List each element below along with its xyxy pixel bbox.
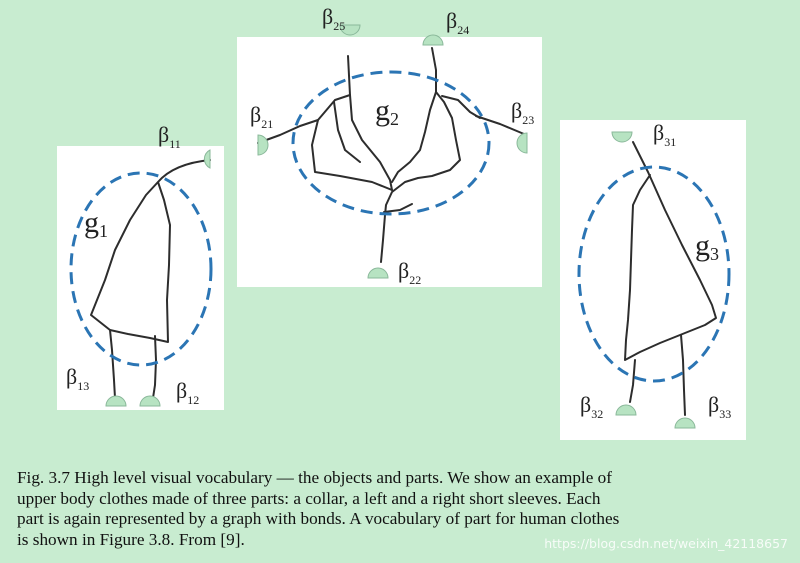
bond-label-21: β21	[250, 102, 273, 131]
figure-caption: Fig. 3.7 High level visual vocabulary — …	[17, 468, 787, 550]
bond-label-24: β24	[446, 8, 469, 37]
bond-label-32: β32	[580, 392, 603, 421]
caption-line: is shown in Figure 3.8. From [9].	[17, 529, 245, 549]
graph-label-g1: g1	[84, 206, 108, 241]
watermark: https://blog.csdn.net/weixin_42118657	[544, 536, 788, 551]
bond-label-22: β22	[398, 258, 421, 287]
bond-cap-13	[105, 395, 127, 407]
graph-label-g2: g2	[375, 94, 399, 129]
collar-part	[257, 47, 525, 263]
bond-label-13: β13	[66, 364, 89, 393]
panel-left	[57, 146, 224, 410]
left-group-ellipse	[69, 171, 213, 367]
bond-cap-23	[516, 132, 528, 154]
bond-label-33: β33	[708, 392, 731, 421]
bond-label-23: β23	[511, 98, 534, 127]
bond-cap-21	[257, 134, 269, 156]
left-sleeve-part	[90, 159, 211, 399]
graph-label-g3: g3	[695, 229, 719, 264]
bond-cap-31	[611, 131, 633, 143]
bond-label-12: β12	[176, 378, 199, 407]
bond-cap-25	[339, 24, 361, 36]
bond-cap-32	[615, 404, 637, 416]
caption-line: upper body clothes made of three parts: …	[17, 488, 601, 508]
panel-center	[237, 37, 542, 287]
bond-cap-22	[367, 267, 389, 279]
caption-line: Fig. 3.7 High level visual vocabulary — …	[17, 468, 612, 487]
bond-cap-24	[422, 34, 444, 46]
center-group-ellipse	[291, 70, 491, 216]
bond-label-11: β11	[158, 122, 181, 151]
bond-cap-12	[139, 395, 161, 407]
bond-label-31: β31	[653, 120, 676, 149]
bond-cap-33	[674, 417, 696, 429]
right-sleeve-part	[624, 141, 717, 416]
right-group-ellipse	[577, 165, 731, 383]
clothes-part-diagram: g1 g2 g3 β11 β12 β13 β21 β22 β23 β24 β25…	[57, 4, 746, 440]
bond-label-25: β25	[322, 4, 345, 33]
panel-right	[560, 120, 746, 440]
caption-line: part is again represented by a graph wit…	[17, 509, 620, 528]
bond-cap-11	[203, 149, 211, 169]
